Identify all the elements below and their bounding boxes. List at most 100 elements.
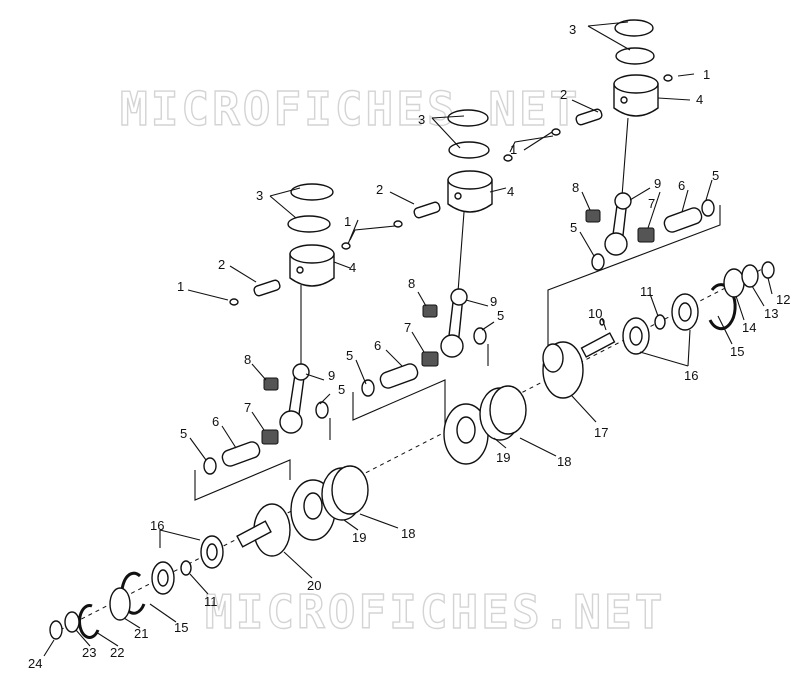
callout-21: 21 — [134, 626, 148, 641]
callout-2: 2 — [376, 182, 383, 197]
callout-12: 12 — [776, 292, 790, 307]
needle-bearing — [263, 377, 279, 391]
callout-15: 15 — [174, 620, 188, 635]
seal-ring — [489, 385, 527, 435]
needle-bearing — [422, 304, 438, 318]
crank-stub-shaft — [236, 520, 272, 548]
callout-5: 5 — [570, 220, 577, 235]
callout-1: 1 — [344, 214, 351, 229]
crankshaft-group — [49, 261, 775, 640]
assembly-bracket — [194, 418, 331, 501]
callout-10: 10 — [588, 306, 602, 321]
crank-pin — [456, 416, 476, 444]
crank-pin — [542, 343, 564, 373]
callout-9: 9 — [654, 176, 661, 191]
watermark-top: MICROFICHES.NET — [120, 82, 580, 136]
needle-bearing — [637, 227, 655, 243]
callout-4: 4 — [349, 260, 356, 275]
callout-19: 19 — [352, 530, 366, 545]
callout-8: 8 — [244, 352, 251, 367]
pin-clip — [663, 74, 673, 82]
callout-3: 3 — [418, 112, 425, 127]
thrust-washer — [473, 327, 487, 345]
piston-ring — [614, 19, 654, 37]
crank-centerline — [59, 264, 771, 631]
rod-big-end — [440, 334, 464, 358]
assembly-line — [509, 117, 629, 197]
pin-bore — [296, 266, 304, 274]
oil-seal — [109, 587, 131, 621]
main-bearing-bore — [157, 569, 169, 587]
piston-ring — [615, 47, 655, 65]
callout-9: 9 — [490, 294, 497, 309]
seal-washer — [741, 264, 759, 288]
snap-ring — [78, 604, 100, 639]
end-nut — [49, 620, 63, 640]
main-bearing-bore — [629, 326, 643, 346]
callout-14: 14 — [742, 320, 756, 335]
assembly-line — [349, 211, 465, 293]
rod-small-end — [450, 288, 468, 306]
retaining-ring — [654, 314, 666, 330]
right-cylinder-group — [503, 19, 721, 348]
rod-big-end — [604, 232, 628, 256]
main-bearing-bore — [678, 302, 692, 322]
callout-23: 23 — [82, 645, 96, 660]
left-cylinder-group — [194, 183, 335, 501]
thrust-washer — [203, 457, 217, 475]
callout-7: 7 — [404, 320, 411, 335]
pin-bore — [620, 96, 628, 104]
wrist-pin — [413, 201, 441, 219]
watermark-bottom: MICROFICHES.NET — [205, 585, 665, 639]
callout-20: 20 — [307, 578, 321, 593]
callout-18: 18 — [401, 526, 415, 541]
seal-ring — [331, 465, 369, 515]
callout-numbers: 1 1 1 1 2 2 2 3 3 3 4 4 4 5 5 5 5 5 5 6 … — [28, 22, 790, 671]
needle-bearing — [261, 429, 279, 445]
piston-top — [289, 244, 335, 264]
thrust-washer — [361, 379, 375, 397]
crank-pin — [303, 492, 323, 520]
callout-18: 18 — [557, 454, 571, 469]
snap-ring — [708, 283, 737, 331]
rod-small-end — [292, 363, 310, 381]
pin-bore — [454, 192, 462, 200]
pin-clip — [503, 154, 513, 162]
retaining-ring — [180, 560, 192, 576]
callout-11: 11 — [204, 594, 218, 609]
callout-5: 5 — [338, 382, 345, 397]
callout-16: 16 — [684, 368, 698, 383]
piston-ring — [448, 141, 490, 159]
callout-17: 17 — [594, 425, 608, 440]
callout-7: 7 — [648, 196, 655, 211]
wrist-pin — [575, 108, 603, 126]
thrust-washer — [701, 199, 715, 217]
callout-8: 8 — [572, 180, 579, 195]
callout-15: 15 — [730, 344, 744, 359]
rod-big-end — [279, 410, 303, 434]
callout-4: 4 — [696, 92, 703, 107]
assembly-bracket — [547, 205, 721, 348]
piston-ring — [447, 109, 489, 127]
callout-4: 4 — [507, 184, 514, 199]
callout-5: 5 — [712, 168, 719, 183]
callout-19: 19 — [496, 450, 510, 465]
piston-top — [447, 170, 493, 190]
callout-6: 6 — [374, 338, 381, 353]
callout-1: 1 — [177, 279, 184, 294]
callout-1: 1 — [510, 142, 517, 157]
leader-lines — [43, 21, 773, 657]
end-nut — [761, 261, 775, 279]
callout-11: 11 — [640, 284, 654, 299]
crank-stub-shaft — [580, 332, 616, 358]
callout-2: 2 — [560, 87, 567, 102]
callout-3: 3 — [569, 22, 576, 37]
callout-3: 3 — [256, 188, 263, 203]
main-bearing-bore — [206, 543, 218, 561]
callout-16: 16 — [150, 518, 164, 533]
callout-1: 1 — [703, 67, 710, 82]
pin-clip — [551, 128, 561, 136]
spacer-sleeve — [379, 363, 419, 389]
spacer-sleeve — [221, 441, 261, 467]
callout-5: 5 — [497, 308, 504, 323]
